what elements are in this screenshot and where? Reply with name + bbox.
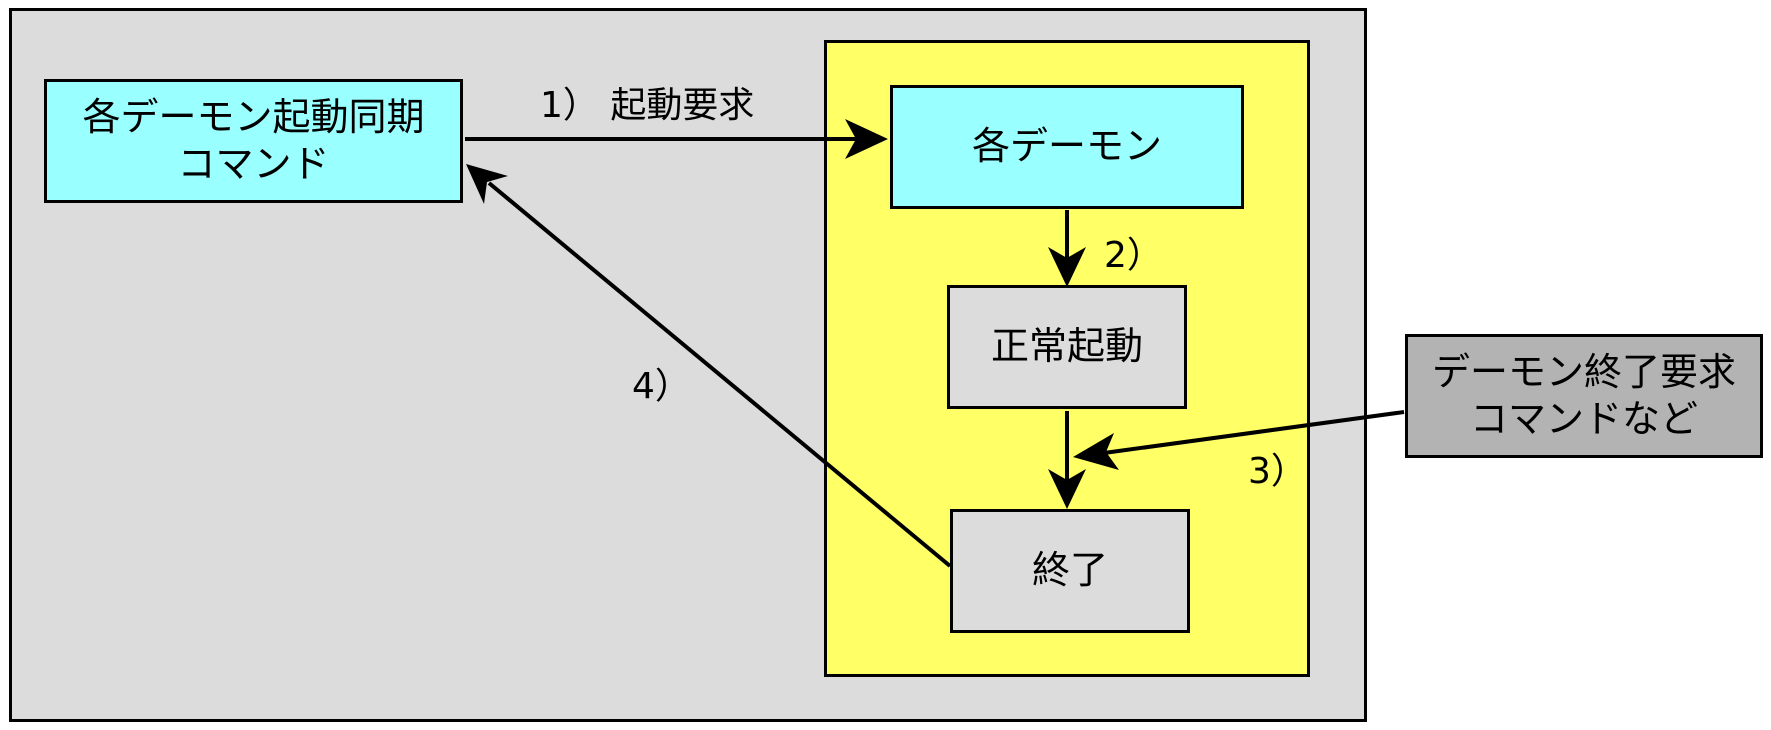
sync-command-label: 各デーモン起動同期 コマンド — [82, 94, 425, 187]
normal-start-node: 正常起動 — [947, 285, 1187, 409]
step-1-label: 1） 起動要求 — [540, 85, 755, 126]
stop-command-node: デーモン終了要求 コマンドなど — [1405, 334, 1763, 458]
normal-start-label: 正常起動 — [990, 324, 1143, 369]
each-daemon-node: 各デーモン — [890, 85, 1244, 209]
end-node: 終了 — [950, 509, 1190, 633]
step-2-label: 2） — [1104, 235, 1163, 276]
step-3-label: 3） — [1248, 451, 1307, 492]
stop-command-label: デーモン終了要求 コマンドなど — [1431, 349, 1736, 442]
each-daemon-label: 各デーモン — [971, 124, 1162, 169]
sync-command-node: 各デーモン起動同期 コマンド — [44, 79, 463, 203]
end-label: 終了 — [1031, 548, 1108, 593]
step-4-label: 4） — [632, 366, 691, 407]
